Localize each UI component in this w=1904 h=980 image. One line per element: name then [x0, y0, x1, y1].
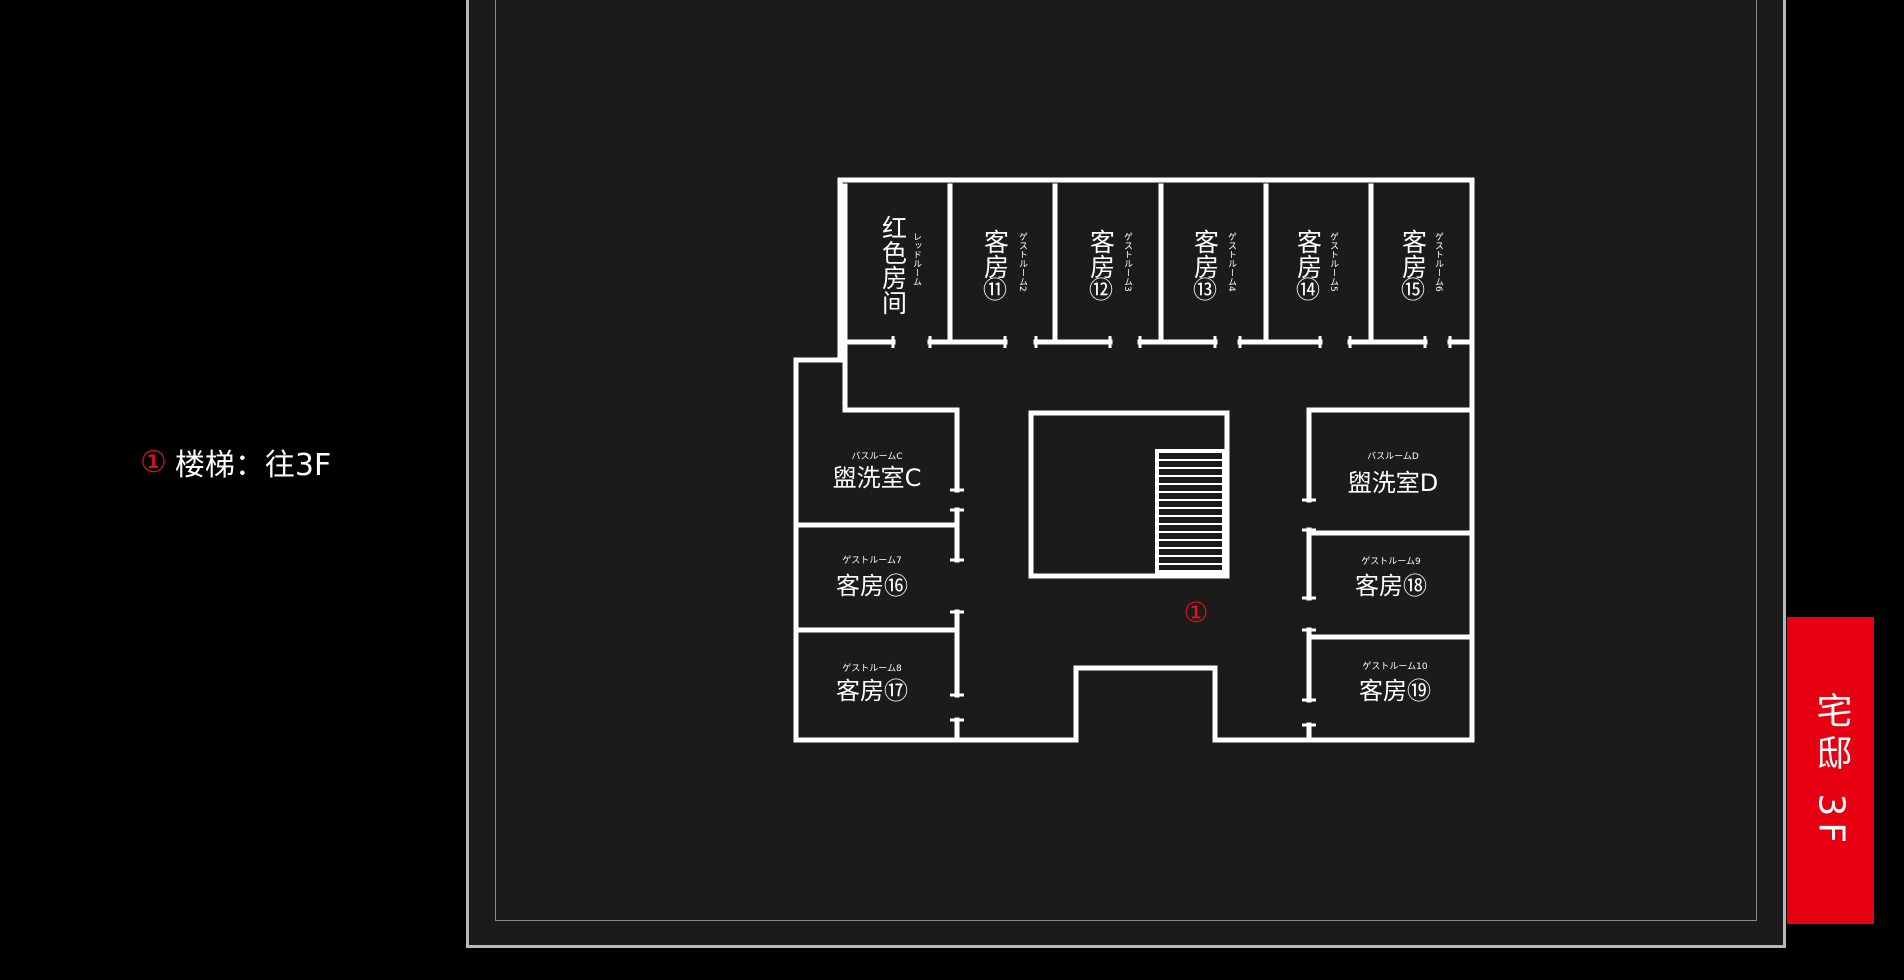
legend-marker: ①	[140, 444, 167, 480]
legend-text: 楼梯：往3F	[174, 448, 332, 483]
guest-13-label1: 客房	[1191, 229, 1220, 279]
top-room-dividers	[842, 183, 1374, 345]
guest-18-label: 客房⑱	[1355, 572, 1427, 600]
guest-12-label1: 客房	[1087, 229, 1116, 279]
guest-room-19[interactable]: ゲストルーム10 客房⑲	[1359, 660, 1431, 705]
bath-d-label: 盥洗室D	[1348, 469, 1438, 497]
guest-16-sub: ゲストルーム7	[842, 554, 901, 566]
guest-14-label2: ⑭	[1296, 276, 1320, 304]
map-panel-inner-frame	[495, 0, 1757, 921]
guest-room-17[interactable]: ゲストルーム8 客房⑰	[836, 662, 908, 705]
guest-room-12[interactable]: 客房 ⑫ ゲストルーム3	[1087, 229, 1133, 304]
guest-17-label: 客房⑰	[836, 677, 908, 705]
stairs-marker[interactable]: ①	[1183, 596, 1208, 629]
bathroom-c[interactable]: バスルームC 盥洗室C	[833, 451, 922, 492]
left-corridor-wall	[842, 339, 960, 493]
floor-tab-3f[interactable]: 宅邸 3F	[1787, 617, 1874, 924]
bath-c-sub: バスルームC	[851, 451, 902, 462]
guest-room-16[interactable]: ゲストルーム7 客房⑯	[836, 554, 908, 600]
outer-wall	[793, 177, 1475, 743]
guest-11-label2: ⑪	[983, 276, 1007, 304]
bath-d-sub: バスルームD	[1367, 451, 1419, 462]
guest-room-13[interactable]: 客房 ⑬ ゲストルーム4	[1191, 229, 1237, 304]
guest-13-label2: ⑬	[1193, 276, 1217, 304]
guest-16-label: 客房⑯	[836, 572, 908, 600]
guest-17-sub: ゲストルーム8	[842, 662, 902, 674]
guest-11-label1: 客房	[981, 229, 1010, 279]
right-rooms-walls	[1306, 407, 1471, 741]
guest-19-label: 客房⑲	[1359, 677, 1431, 705]
stairwell	[1028, 410, 1230, 579]
floor-tab-label: 宅邸 3F	[1810, 691, 1852, 850]
guest-18-sub: ゲストルーム9	[1361, 555, 1421, 567]
guest-11-sub: ゲストルーム2	[1017, 232, 1028, 292]
guest-15-sub: ゲストルーム6	[1433, 232, 1444, 292]
stairs-legend: ① 楼梯：往3F	[140, 440, 331, 484]
guest-15-label2: ⑮	[1401, 276, 1425, 304]
bath-c-label: 盥洗室C	[833, 464, 922, 492]
guest-room-14[interactable]: 客房 ⑭ ゲストルーム5	[1294, 229, 1339, 304]
map-panel	[466, 0, 1786, 948]
guest-12-sub: ゲストルーム3	[1122, 232, 1133, 292]
guest-15-label1: 客房	[1399, 229, 1428, 279]
guest-room-18[interactable]: ゲストルーム9 客房⑱	[1355, 555, 1427, 600]
guest-14-sub: ゲストルーム5	[1328, 232, 1339, 292]
red-room-sub: レッドルーム	[911, 232, 922, 286]
red-room-label: 红色房间	[879, 215, 908, 315]
guest-19-sub: ゲストルーム10	[1362, 660, 1427, 672]
guest-room-11[interactable]: 客房 ⑪ ゲストルーム2	[981, 229, 1028, 304]
guest-12-label2: ⑫	[1089, 276, 1113, 304]
guest-13-sub: ゲストルーム4	[1226, 232, 1237, 292]
door-stops	[891, 336, 1452, 727]
guest-room-15[interactable]: 客房 ⑮ ゲストルーム6	[1399, 229, 1444, 304]
bathroom-d[interactable]: バスルームD 盥洗室D	[1348, 451, 1438, 497]
stair-steps	[1155, 449, 1226, 574]
guest-14-label1: 客房	[1294, 229, 1323, 279]
left-rooms-walls	[797, 507, 960, 741]
